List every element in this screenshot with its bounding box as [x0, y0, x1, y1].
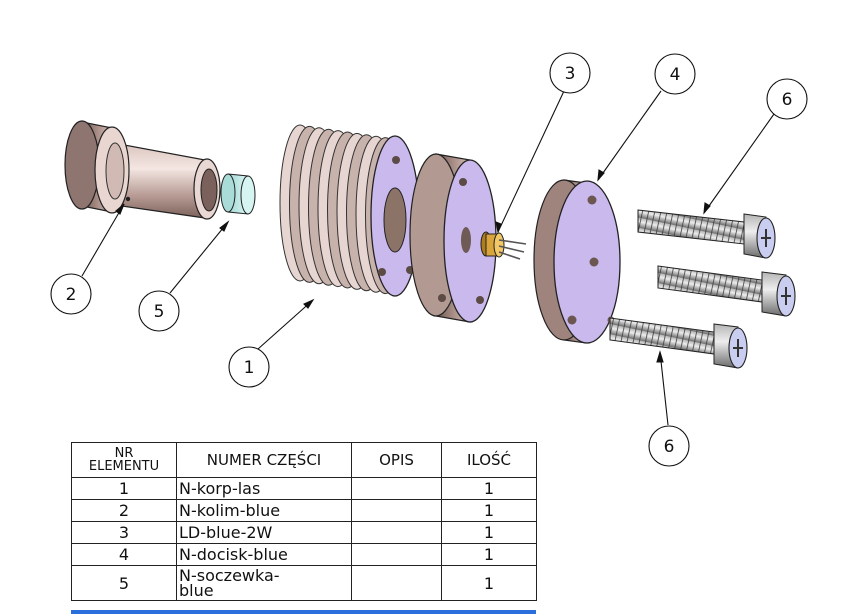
screw-middle [657, 265, 796, 317]
bom-cell-desc [351, 499, 442, 522]
bom-row: 2 N-kolim-blue 1 [71, 499, 537, 522]
part-lens [220, 173, 256, 215]
bom-cell-desc [351, 543, 442, 566]
bom-cell-desc [351, 477, 442, 500]
svg-text:2: 2 [66, 285, 77, 305]
bom-cell-qty: 1 [441, 565, 537, 601]
bom-cell-part-line1: N-soczewka- [179, 566, 280, 585]
callout-6-top: 6 [766, 78, 808, 120]
bom-cell-item: 1 [71, 477, 177, 500]
svg-text:6: 6 [664, 437, 675, 457]
bom-row: 4 N-docisk-blue 1 [71, 543, 537, 566]
bom-header-item-no: NR ELEMENTU [71, 442, 177, 478]
bom-cell-qty: 1 [441, 477, 537, 500]
svg-text:3: 3 [565, 64, 576, 84]
svg-text:5: 5 [154, 302, 165, 322]
callout-6-bottom: 6 [648, 425, 690, 467]
bom-cell-desc [351, 521, 442, 544]
callout-3: 3 [549, 52, 591, 94]
svg-text:4: 4 [670, 65, 681, 85]
callout-4: 4 [654, 53, 696, 95]
bom-cell-item: 5 [71, 565, 177, 601]
bom-header-qty: ILOŚĆ [441, 442, 537, 478]
bom-row: 1 N-korp-las 1 [71, 477, 537, 500]
svg-text:1: 1 [244, 358, 255, 378]
bom-cell-item: 4 [71, 543, 177, 566]
bom-cell-part-line2: blue [179, 581, 214, 600]
part-clamp-disc [533, 179, 621, 344]
part-flange-disc [409, 153, 497, 323]
bom-cell-qty: 1 [441, 521, 537, 544]
bill-of-materials-table: NR ELEMENTU NUMER CZĘŚCI OPIS ILOŚĆ 1 N-… [71, 442, 537, 601]
bom-row: 5 N-soczewka- blue 1 [71, 565, 537, 601]
part-screws [609, 209, 796, 369]
bom-cell-item: 2 [71, 499, 177, 522]
bom-cell-qty: 1 [441, 543, 537, 566]
leader-lines [81, 90, 775, 426]
bom-cell-part: N-kolim-blue [176, 499, 352, 522]
bom-header-item-no-line2: ELEMENTU [88, 459, 160, 474]
bom-header-part-no: NUMER CZĘŚCI [176, 442, 352, 478]
callout-5: 5 [138, 290, 180, 332]
part-laser-diode [480, 231, 527, 260]
bom-cell-qty: 1 [441, 499, 537, 522]
callout-1: 1 [228, 346, 270, 388]
bom-header-row: NR ELEMENTU NUMER CZĘŚCI OPIS ILOŚĆ [71, 442, 537, 478]
bom-cell-part: LD-blue-2W [176, 521, 352, 544]
bom-cell-item: 3 [71, 521, 177, 544]
callout-balloons: 1 2 3 4 5 6 6 [50, 52, 808, 467]
part-collimator [64, 120, 221, 220]
bom-header-description: OPIS [351, 442, 442, 478]
bom-header-item-no-line1: NR [114, 446, 134, 461]
part-finned-body [279, 124, 420, 297]
bom-cell-part: N-korp-las [176, 477, 352, 500]
svg-text:6: 6 [782, 90, 793, 110]
screw-bottom [609, 317, 748, 369]
bom-cell-part: N-soczewka- blue [176, 565, 352, 601]
bom-cell-desc [351, 565, 442, 601]
table-bottom-accent-bar [71, 610, 536, 614]
callout-2: 2 [50, 273, 92, 315]
bom-cell-part: N-docisk-blue [176, 543, 352, 566]
screw-top [637, 209, 776, 259]
bom-row: 3 LD-blue-2W 1 [71, 521, 537, 544]
